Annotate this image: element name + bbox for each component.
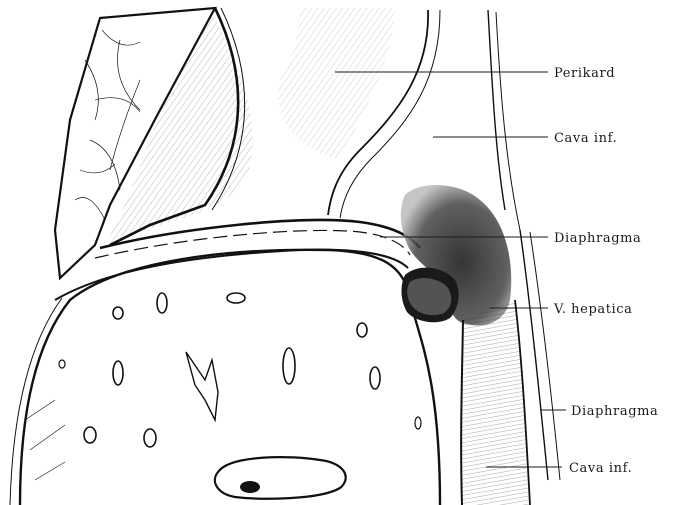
label-v-hepatica: V. hepatica	[553, 302, 633, 317]
label-diaphragma-upper: Diaphragma	[554, 231, 641, 246]
label-cava-inf-lower: Cava inf.	[569, 461, 632, 476]
label-cava-inf-upper: Cava inf.	[554, 131, 617, 146]
inferior-vena-cava	[461, 300, 530, 505]
heart-region	[105, 8, 395, 245]
label-diaphragma-lower: Diaphragma	[571, 404, 658, 419]
labels: Perikard Cava inf. Diaphragma V. hepatic…	[553, 66, 658, 476]
hepatic-vein	[401, 185, 511, 326]
liver-vessels	[59, 293, 421, 499]
label-perikard: Perikard	[554, 66, 615, 81]
